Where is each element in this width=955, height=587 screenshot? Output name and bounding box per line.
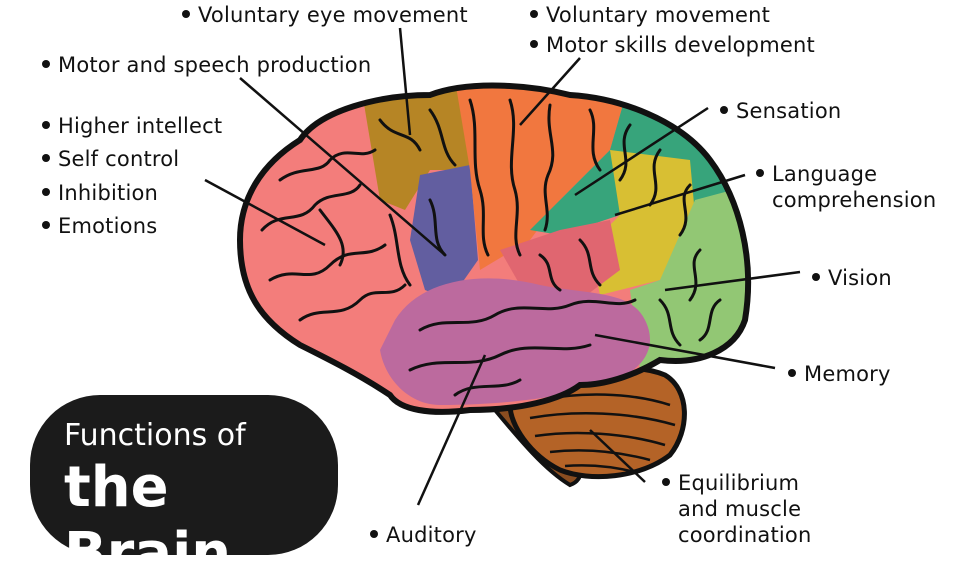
label-auditory: Auditory <box>370 522 477 548</box>
brain-diagram <box>204 27 801 506</box>
label-motor-skills: Motor skills development <box>530 32 815 58</box>
bullet-dot <box>720 106 728 114</box>
bullet-dot <box>530 10 538 18</box>
title-line-2: the Brain <box>64 455 232 586</box>
bullet-dot <box>42 188 50 196</box>
temporal-lobe-region <box>380 278 650 405</box>
label-motor-speech: Motor and speech production <box>42 52 371 78</box>
bullet-dot <box>182 10 190 18</box>
label-vision: Vision <box>812 265 892 291</box>
motor-cortex-region <box>455 85 630 270</box>
bullet-dot <box>812 273 820 281</box>
cerebrum-outline <box>236 82 752 415</box>
leader-lines <box>204 27 801 506</box>
bullet-dot <box>42 154 50 162</box>
brain-folds <box>260 98 722 397</box>
bullet-dot <box>662 478 670 486</box>
bullet-dot <box>42 60 50 68</box>
label-emotions: Emotions <box>42 213 157 239</box>
bullet-dot <box>756 169 764 177</box>
insula-region <box>500 220 620 300</box>
title-line-1: Functions of <box>64 418 246 453</box>
label-inhibition: Inhibition <box>42 180 158 206</box>
label-voluntary-eye-movement: Voluntary eye movement <box>182 2 468 28</box>
bullet-dot <box>370 530 378 538</box>
bullet-dot <box>788 369 796 377</box>
label-higher-intellect: Higher intellect <box>42 113 222 139</box>
frontal-eye-field-region <box>360 85 470 210</box>
bullet-dot <box>530 40 538 48</box>
broca-area-region <box>410 165 478 300</box>
bullet-dot <box>42 221 50 229</box>
occipital-lobe-region <box>630 180 749 370</box>
label-self-control: Self control <box>42 146 179 172</box>
label-memory: Memory <box>788 361 891 387</box>
title-badge: Functions of the Brain <box>30 395 338 586</box>
label-voluntary-movement: Voluntary movement <box>530 2 770 28</box>
bullet-dot <box>42 121 50 129</box>
label-sensation: Sensation <box>720 98 841 124</box>
